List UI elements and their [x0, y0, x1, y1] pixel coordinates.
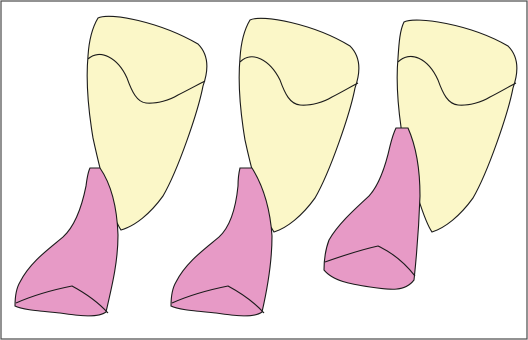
occlusion-diagram [0, 0, 528, 340]
diagram-canvas [0, 0, 528, 340]
